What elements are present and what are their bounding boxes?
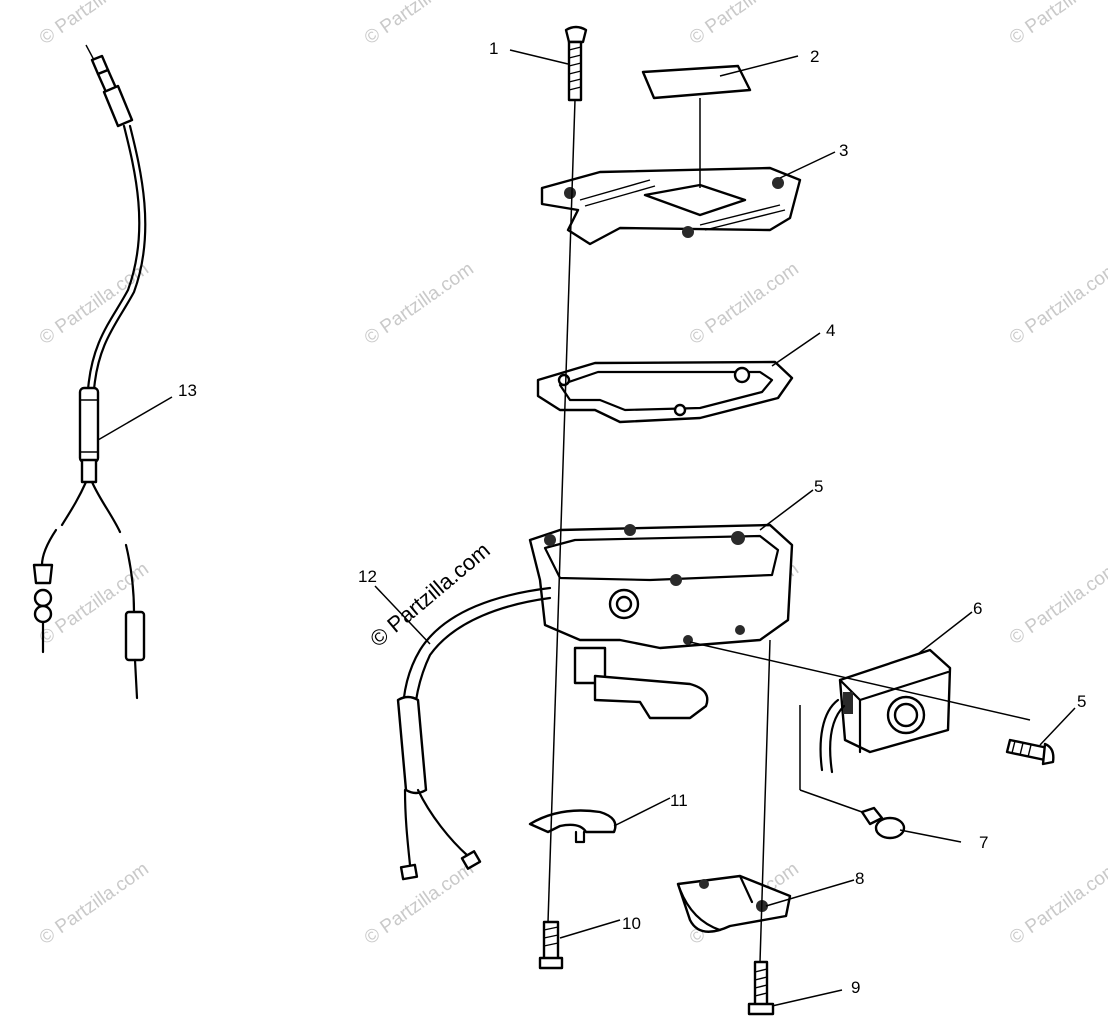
watermark: © Partzilla.com	[1006, 558, 1108, 649]
part-5-screw	[1005, 738, 1055, 766]
callout-10: 10	[622, 914, 641, 933]
callout-4: 4	[826, 321, 835, 340]
watermark: © Partzilla.com	[36, 258, 153, 349]
callout-11: 11	[670, 791, 688, 810]
part-12-wiring	[396, 586, 552, 881]
callout-5-housing: 5	[814, 477, 823, 496]
part-1-screw	[564, 25, 588, 102]
watermark-layer: © Partzilla.com © Partzilla.com © Partzi…	[36, 0, 1108, 949]
watermark: © Partzilla.com	[36, 858, 153, 949]
part-6-switch	[819, 648, 952, 774]
part-11-clip	[528, 809, 617, 844]
callout-labels: 1 2 3 4 5 5 6 7 8 9 10 11 12 13	[178, 39, 1086, 997]
part-10-screw	[538, 920, 564, 970]
callout-2: 2	[810, 47, 819, 66]
callout-13: 13	[178, 381, 197, 400]
assembly-lines	[547, 98, 1031, 963]
callout-9: 9	[851, 978, 860, 997]
watermark: © Partzilla.com	[361, 258, 478, 349]
part-9-screw	[747, 960, 775, 1016]
callout-12: 12	[358, 567, 377, 586]
watermark: © Partzilla.com	[1006, 858, 1108, 949]
callout-3: 3	[839, 141, 848, 160]
part-5-housing	[528, 523, 794, 720]
callout-8: 8	[855, 869, 864, 888]
watermark: © Partzilla.com	[36, 0, 153, 49]
watermark-prominent: © Partzilla.com	[365, 537, 495, 651]
callout-1: 1	[489, 39, 498, 58]
watermark: © Partzilla.com	[361, 858, 478, 949]
watermark: © Partzilla.com	[686, 0, 803, 49]
watermark: © Partzilla.com	[686, 258, 803, 349]
callout-6: 6	[973, 599, 982, 618]
leader-lines	[97, 49, 1076, 1007]
part-13-cable	[32, 44, 147, 700]
watermark: © Partzilla.com	[361, 0, 478, 49]
watermark: © Partzilla.com	[1006, 0, 1108, 49]
callout-7: 7	[979, 833, 988, 852]
callout-5-screw: 5	[1077, 692, 1086, 711]
part-4-gasket	[536, 360, 794, 424]
part-7-bulb	[860, 806, 906, 840]
part-3-cover	[540, 166, 802, 246]
watermark: © Partzilla.com	[1006, 258, 1108, 349]
part-2-label	[641, 64, 752, 100]
